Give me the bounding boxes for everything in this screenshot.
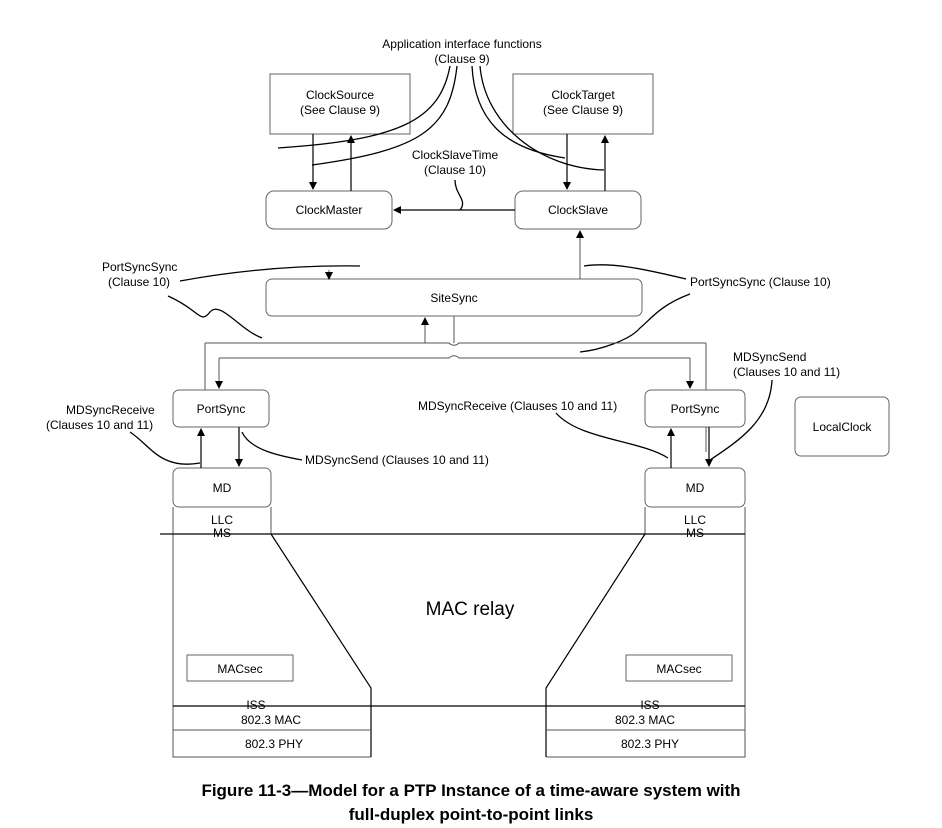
- distribution-line-upper: [205, 342, 706, 346]
- macsec-right-box: [625, 654, 733, 682]
- port-sync-right-box: [644, 389, 746, 428]
- clock-target-label: ClockTarget: [551, 88, 615, 102]
- md-right-label: MD: [686, 481, 705, 495]
- ms-right-label: MS: [686, 526, 704, 540]
- clock-target-box: [512, 73, 654, 135]
- macsec-right-label: MACsec: [656, 662, 701, 676]
- ptp-instance-diagram: Application interface functions (Clause …: [46, 37, 890, 758]
- ms-left-label: MS: [213, 526, 231, 540]
- port-sync-sync-right-leader-1: [583, 264, 687, 280]
- md-sync-receive-left-label: MDSyncReceive: [66, 403, 155, 417]
- clock-source-box: [269, 73, 411, 135]
- md-left-box: [172, 467, 272, 508]
- port-sync-sync-left-leader-2: [167, 295, 263, 339]
- llc-left-label: LLC: [211, 513, 233, 527]
- mac-relay-label: MAC relay: [426, 599, 515, 620]
- iss-right-label: ISS: [640, 698, 659, 712]
- md-sync-send-right-leader: [709, 379, 773, 461]
- mac-relay-left-edge: [270, 533, 372, 757]
- clock-source-label: ClockSource: [306, 88, 374, 102]
- md-right-box: [644, 467, 746, 508]
- macsec-left-label: MACsec: [217, 662, 262, 676]
- site-sync-label: SiteSync: [430, 291, 477, 305]
- mac-802-3-right-label: 802.3 MAC: [615, 713, 675, 727]
- clock-slave-time-clause: (Clause 10): [424, 163, 486, 177]
- md-sync-receive-right-label: MDSyncReceive (Clauses 10 and 11): [418, 399, 617, 413]
- port-sync-right-label: PortSync: [671, 402, 720, 416]
- left-stack-outline: [172, 507, 371, 758]
- md-sync-send-left-leader: [241, 431, 303, 461]
- clock-source-clause: (See Clause 9): [300, 103, 380, 117]
- md-sync-send-left-label: MDSyncSend (Clauses 10 and 11): [305, 453, 489, 467]
- llc-right-label: LLC: [684, 513, 706, 527]
- md-sync-receive-left-clause: (Clauses 10 and 11): [46, 418, 153, 432]
- clock-master-box: [265, 190, 393, 230]
- md-left-label: MD: [213, 481, 232, 495]
- port-sync-left-box: [172, 389, 270, 428]
- clock-slave-label: ClockSlave: [548, 203, 608, 217]
- port-sync-sync-left-leader-1: [179, 265, 361, 282]
- distribution-line-lower: [219, 355, 690, 359]
- local-clock-box: [794, 396, 890, 457]
- clock-slave-time-leader: [454, 179, 464, 211]
- clock-target-clause: (See Clause 9): [543, 103, 623, 117]
- md-sync-receive-right-leader: [555, 412, 669, 459]
- clock-master-label: ClockMaster: [296, 203, 363, 217]
- figure-caption-line-1: Figure 11-3—Model for a PTP Instance of …: [201, 781, 741, 800]
- mac-802-3-left-label: 802.3 MAC: [241, 713, 301, 727]
- port-sync-sync-right-label: PortSyncSync (Clause 10): [690, 275, 831, 289]
- figure-caption-line-2: full-duplex point-to-point links: [348, 805, 594, 824]
- local-clock-label: LocalClock: [813, 420, 873, 434]
- phy-802-3-right-label: 802.3 PHY: [621, 737, 679, 751]
- port-sync-left-label: PortSync: [197, 402, 246, 416]
- md-sync-send-right-clause: (Clauses 10 and 11): [733, 365, 840, 379]
- macsec-left-box: [186, 654, 294, 682]
- app-interface-leader-4: [479, 65, 605, 171]
- app-interface-leader-3: [471, 65, 566, 159]
- port-sync-sync-left-clause: (Clause 10): [108, 275, 170, 289]
- mac-relay-right-edge: [545, 533, 646, 757]
- port-sync-sync-left-label: PortSyncSync: [102, 260, 177, 274]
- phy-802-3-left-label: 802.3 PHY: [245, 737, 303, 751]
- app-interface-leader-1: [277, 65, 451, 149]
- clock-slave-time-label: ClockSlaveTime: [412, 148, 499, 162]
- app-interface-leader-2: [311, 65, 458, 166]
- iss-left-label: ISS: [246, 698, 265, 712]
- app-interface-label: Application interface functions: [382, 37, 541, 51]
- right-stack-outline: [546, 507, 746, 758]
- app-interface-clause: (Clause 9): [434, 52, 489, 66]
- port-sync-sync-right-leader-2: [579, 293, 691, 353]
- md-sync-send-right-label: MDSyncSend: [733, 350, 806, 364]
- md-sync-receive-left-leader: [129, 431, 201, 465]
